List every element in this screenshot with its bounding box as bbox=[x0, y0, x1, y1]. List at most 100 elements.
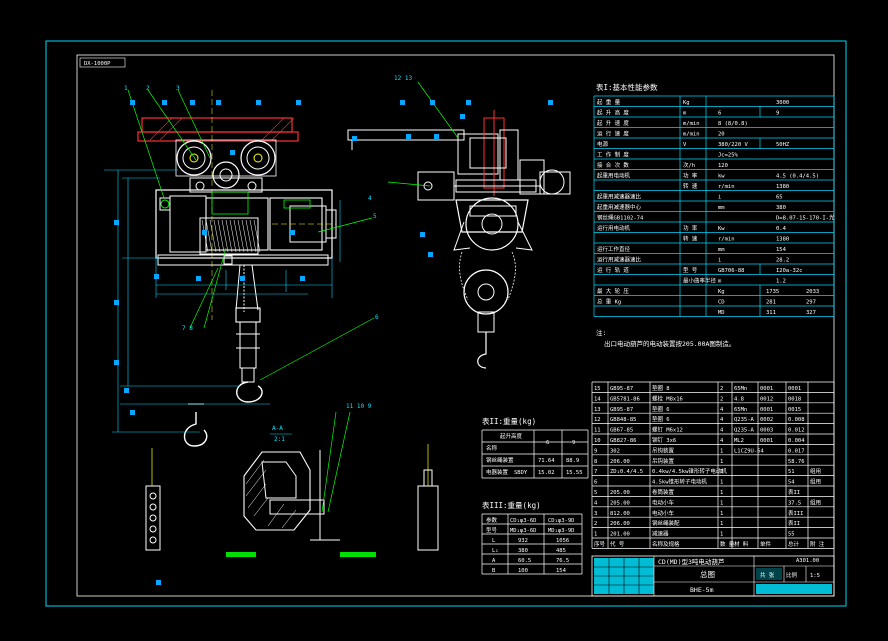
table-1-cell: Kg bbox=[683, 100, 690, 106]
table-1-cell: 转 速 bbox=[683, 182, 698, 190]
frame-tag: DX-1000P bbox=[84, 61, 111, 67]
table-1-cell: r/min bbox=[718, 184, 735, 190]
bom-cell: 电动小车 bbox=[652, 498, 675, 506]
table-2-header: 6 bbox=[546, 440, 549, 446]
bom-cell: 0002 bbox=[760, 417, 773, 423]
dimension-marker bbox=[290, 230, 295, 235]
table-1-cell: 311 bbox=[766, 310, 776, 316]
dimension-marker bbox=[114, 300, 119, 305]
table-3-header: CD₁φ3-9D bbox=[548, 518, 575, 524]
dimension-marker bbox=[196, 276, 201, 281]
callout-5: 5 bbox=[373, 213, 377, 220]
table-1-cell: 起 重 量 bbox=[597, 98, 621, 106]
table-1-cell: 1735 bbox=[766, 289, 779, 295]
table-1-cell: 运行用减速器速比 bbox=[597, 256, 642, 264]
table-1-cell: 28.2 bbox=[776, 258, 789, 264]
bom-cell: 组用 bbox=[810, 467, 821, 475]
dimension-marker bbox=[202, 230, 207, 235]
bom-cell: 1 bbox=[720, 521, 723, 527]
dimension-marker bbox=[162, 100, 167, 105]
dimension-marker bbox=[434, 134, 439, 139]
bom-cell: 0018 bbox=[788, 396, 801, 402]
bom-cell: 15 bbox=[594, 386, 601, 392]
dimension-marker bbox=[420, 232, 425, 237]
bom-cell: 7 bbox=[594, 469, 597, 475]
table-1-cell: 电源 bbox=[597, 140, 609, 148]
table-1-cell: 0.4 bbox=[776, 226, 787, 232]
bom-cell: 垫圈 6 bbox=[652, 405, 670, 413]
bom-header: 附 注 bbox=[810, 540, 825, 548]
bom-cell: 5 bbox=[594, 490, 597, 496]
table-1-cell: 型 号 bbox=[683, 266, 698, 274]
rail-beam bbox=[137, 90, 299, 320]
table-1-cell: 20 bbox=[718, 132, 725, 138]
callout-1: 1 bbox=[124, 85, 128, 92]
title-drawing-no: A301.00 bbox=[796, 558, 819, 564]
bom-cell: 205.00 bbox=[610, 500, 630, 506]
table-3-cell: 1056 bbox=[556, 538, 569, 544]
pendant-left bbox=[145, 448, 161, 551]
bom-cell: 垫圈 8 bbox=[652, 384, 670, 392]
table-1-cell: 接 合 次 数 bbox=[597, 161, 629, 169]
table-1-cell: 65 bbox=[776, 195, 783, 201]
table-3-cell: L bbox=[492, 538, 496, 544]
bom-cell: 8 bbox=[594, 459, 597, 465]
bom-cell: 58.76 bbox=[788, 459, 805, 465]
bom-cell: GB848-85 bbox=[610, 417, 637, 423]
table-1-cell: 次/h bbox=[683, 161, 695, 169]
table-1-cell: 50HZ bbox=[776, 142, 790, 148]
table-1-cell: i bbox=[718, 258, 721, 264]
bom-cell: 0003 bbox=[760, 428, 773, 434]
side-view: 4 12 13 bbox=[347, 75, 571, 369]
title-block: CD(MD)型3吨电动葫芦 A301.00 总图 比例 1:5 共 张 BHE-… bbox=[591, 555, 835, 597]
bom-cell: Q235-A bbox=[734, 417, 755, 423]
bom-cell: 302 bbox=[610, 448, 620, 454]
dimension-marker bbox=[124, 388, 129, 393]
table-1-cell: m bbox=[718, 279, 722, 285]
bom-cell: 0.012 bbox=[788, 428, 805, 434]
table-1-cell: i bbox=[718, 195, 721, 201]
table-1-cell: 最 大 轮 压 bbox=[597, 287, 629, 295]
section-label-top: A-A bbox=[272, 425, 283, 432]
bom-cell: 1 bbox=[720, 490, 723, 496]
table-1-cell: 总 重 Kg bbox=[597, 298, 621, 306]
bom-cell: 1 bbox=[594, 532, 597, 538]
table-1-cell: m bbox=[683, 111, 687, 117]
bom-cell: GB95-87 bbox=[610, 386, 633, 392]
callout-3: 3 bbox=[176, 85, 180, 92]
bom-cell: 812.00 bbox=[610, 511, 630, 517]
table-1-cell: 380/220 V bbox=[718, 142, 748, 148]
bom-header: 材 料 bbox=[734, 540, 749, 548]
table-2-cell: 钢丝绳装置 bbox=[486, 456, 514, 464]
table-2-header: 起升高度 bbox=[500, 432, 523, 440]
table-1-cell: m/min bbox=[683, 132, 700, 138]
table-1-cell: D=8.07-15-170-I-光 bbox=[776, 214, 835, 222]
table-3-cell: L₁ bbox=[492, 548, 499, 554]
table-3-cell: 154 bbox=[556, 568, 567, 574]
bom-cell: 减速器 bbox=[652, 530, 669, 538]
bom-header: 序号 bbox=[594, 540, 606, 548]
table-3-header: 型号 bbox=[486, 526, 498, 534]
table-2-header: 名称 bbox=[486, 444, 498, 452]
pendant-right bbox=[417, 444, 439, 551]
section-detail: A-A 2:1 11 10 9 bbox=[226, 403, 376, 557]
table-1-cell: r/min bbox=[718, 237, 735, 243]
bom-cell: GB827-86 bbox=[610, 438, 637, 444]
dimension-marker bbox=[296, 100, 301, 105]
bom-cell: 垫圈 6 bbox=[652, 415, 670, 423]
table-1-cell: 工 作 制 度 bbox=[597, 151, 629, 159]
bom-cell: 0001 bbox=[760, 407, 773, 413]
table-1-cell: MD bbox=[718, 310, 725, 316]
table-1-cell: CD bbox=[718, 300, 725, 306]
note-label: 注: bbox=[596, 328, 606, 337]
table-1-cell: 4.5 (0.4/4.5) bbox=[776, 174, 819, 180]
bom-cell: L1CZ9U-64 bbox=[734, 448, 764, 454]
title-sheet: 共 张 bbox=[760, 571, 775, 579]
dimension-lines bbox=[104, 169, 341, 433]
table-1-cell: 154 bbox=[776, 247, 787, 253]
bom-cell: 12 bbox=[594, 417, 601, 423]
table-1-cell: mm bbox=[718, 247, 725, 253]
dimension-marker bbox=[256, 100, 261, 105]
